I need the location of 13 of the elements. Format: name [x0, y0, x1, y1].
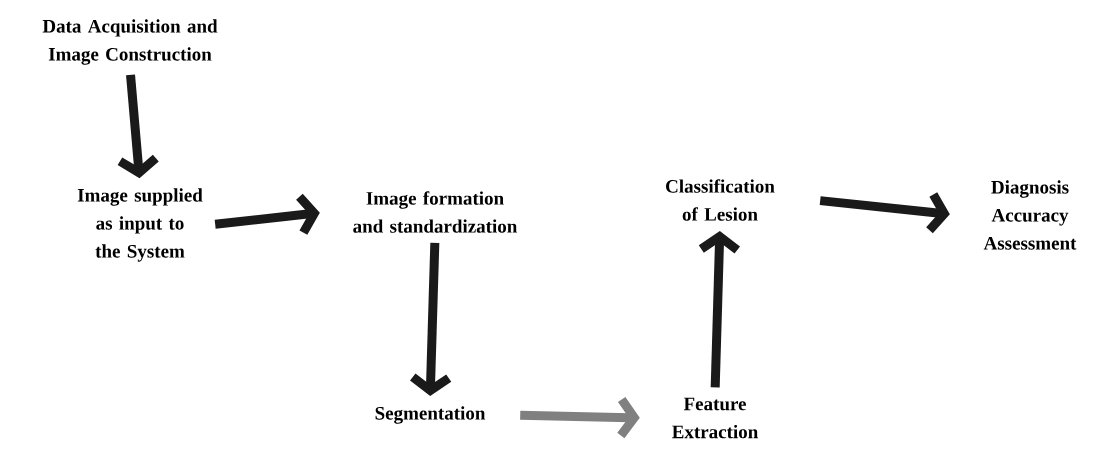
arrow	[410, 242, 452, 397]
arrow	[117, 74, 159, 179]
step-label: Classification of Lesion	[666, 179, 775, 221]
arrow	[819, 192, 950, 234]
step-label: Data Acquisition and Image Construction	[42, 19, 218, 65]
arrow	[214, 193, 320, 235]
step-label: Diagnosis Accuracy Assessment	[983, 180, 1077, 250]
arrow	[520, 396, 640, 439]
step-label: Image formation and standardization	[353, 191, 518, 233]
arrow	[698, 231, 740, 388]
step-label: Segmentation	[375, 406, 486, 424]
step-label: Image supplied as input to the System	[77, 188, 203, 262]
step-label: Feature Extraction	[672, 397, 758, 439]
